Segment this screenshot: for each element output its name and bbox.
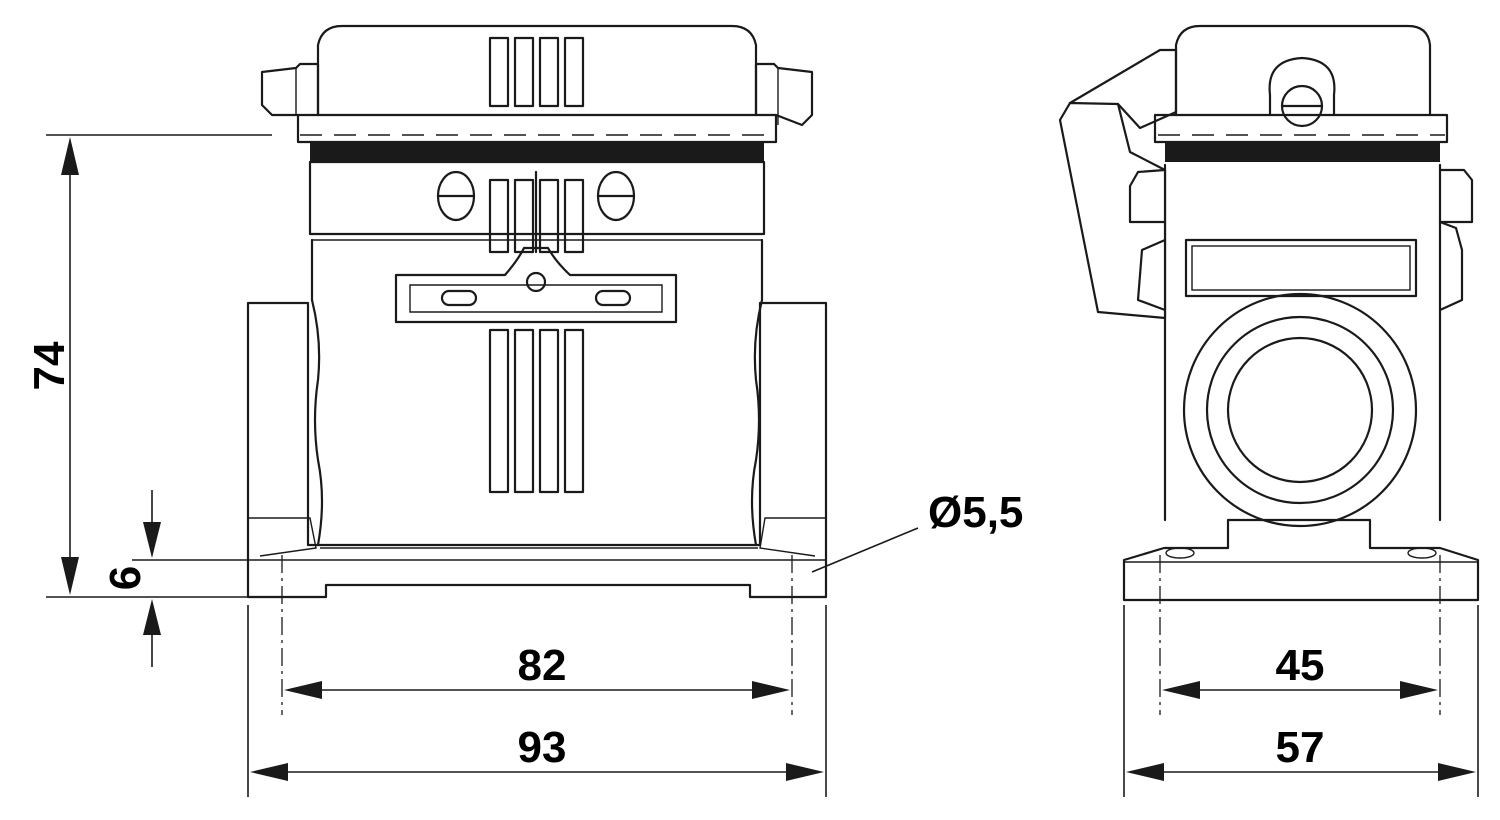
- front-base-flange: [246, 301, 828, 599]
- dim-label-74: 74: [25, 341, 74, 390]
- dim-label-hole: Ø5,5: [928, 488, 1023, 537]
- dim-base-6: [132, 490, 248, 667]
- dim-side-57: [1123, 605, 1479, 797]
- dim-side-45: [1162, 681, 1438, 699]
- dim-label-45: 45: [1276, 641, 1325, 690]
- side-view: [1058, 24, 1480, 602]
- dim-label-57: 57: [1276, 723, 1325, 772]
- dim-front-93: [247, 605, 827, 797]
- dim-label-82: 82: [518, 641, 567, 690]
- front-right-latch: [754, 62, 814, 127]
- cable-entry: [1182, 292, 1418, 528]
- front-left-latch: [260, 62, 320, 117]
- side-hood: [1174, 24, 1432, 117]
- front-hood: [316, 24, 758, 117]
- front-seal-band: [310, 142, 764, 162]
- dim-label-93: 93: [518, 723, 567, 772]
- dim-front-82: [284, 681, 790, 699]
- front-view: [246, 24, 828, 599]
- dim-height-74: [46, 134, 272, 598]
- locking-lever: [1058, 101, 1167, 320]
- dim-hole-leader: [811, 527, 919, 573]
- side-base: [1122, 518, 1480, 602]
- dim-label-6: 6: [101, 566, 150, 590]
